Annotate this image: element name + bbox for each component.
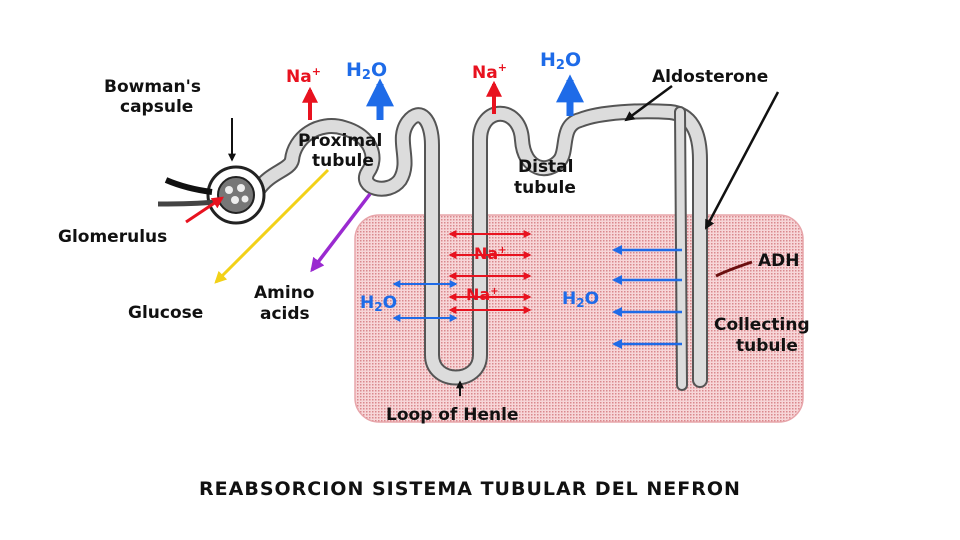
- bowmans-label-line1: Bowman's: [104, 77, 201, 97]
- loop-label: Loop of Henle: [386, 405, 519, 425]
- h2o-label-collecting: H2O: [562, 289, 599, 310]
- glomerulus-label: Glomerulus: [58, 227, 167, 247]
- proximal-label-line2: tubule: [312, 151, 374, 171]
- na-label-proximal: Na+: [286, 65, 321, 87]
- na-label-distal: Na+: [472, 61, 507, 83]
- glucose-label: Glucose: [128, 303, 203, 323]
- loop-h2o-arrows: [392, 280, 458, 322]
- glomerulus-pointer: [185, 196, 224, 224]
- collecting-pointer: [704, 91, 780, 230]
- na-label-loop-2: Na+: [466, 285, 499, 304]
- adh-label: ADH: [758, 251, 800, 271]
- collecting-h2o-arrows: [612, 245, 682, 349]
- figure-caption: REABSORCION SISTEMA TUBULAR DEL NEFRON: [199, 478, 741, 500]
- adh-pointer: [715, 260, 753, 278]
- amino-label-line1: Amino: [254, 283, 314, 303]
- loop-na-arrows: [448, 230, 532, 314]
- h2o-label-loop: H2O: [360, 293, 397, 314]
- distal-label-line1: Distal: [518, 157, 573, 177]
- h2o-label-distal: H2O: [540, 49, 581, 73]
- na-label-loop-1: Na+: [474, 244, 507, 263]
- glucose-arrow: [214, 168, 330, 284]
- proximal-label-line1: Proximal: [298, 131, 382, 151]
- h2o-label-proximal: H2O: [346, 59, 387, 83]
- aldosterone-pointer: [624, 84, 673, 122]
- distal-label-line2: tubule: [514, 178, 576, 198]
- collecting-label-line2: tubule: [736, 336, 798, 356]
- amino-label-line2: acids: [260, 304, 310, 324]
- aldosterone-label: Aldosterone: [652, 67, 768, 87]
- collecting-label-line1: Collecting: [714, 315, 810, 335]
- amino-acids-arrow: [310, 192, 372, 273]
- bowmans-capsule-shape: [157, 165, 266, 225]
- nephron-tubule: [250, 103, 708, 391]
- bowmans-label-line2: capsule: [120, 97, 193, 117]
